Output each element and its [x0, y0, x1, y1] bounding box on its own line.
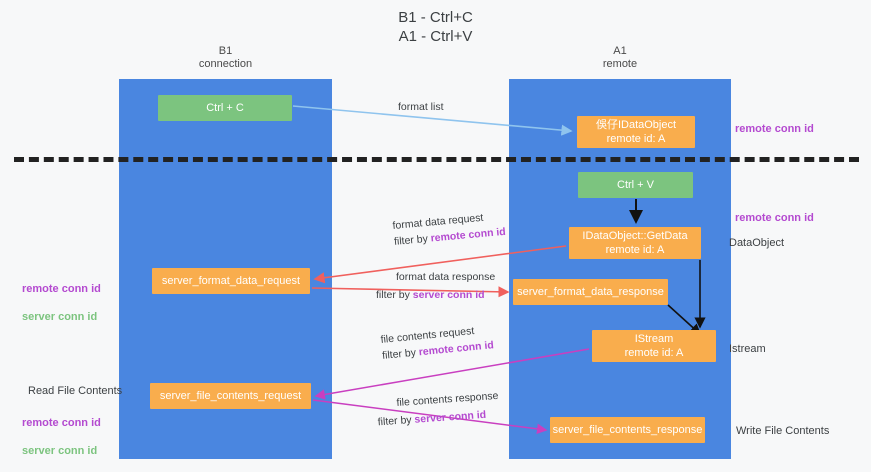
node-server-file-contents-response[interactable]: server_file_contents_response [550, 417, 705, 443]
page-title: B1 - Ctrl+C A1 - Ctrl+V [398, 9, 473, 45]
annotation-left-read-file-contents: Read File Contents [28, 385, 123, 397]
node-label: server_file_contents_response [552, 424, 703, 436]
annotation-right-dataobject: DataObject [729, 237, 785, 249]
annotation-remote-conn-id: remote conn id [22, 283, 101, 295]
annotation-right-write-file-contents: Write File Contents [736, 425, 830, 437]
edge-label-format-list: format list [398, 101, 444, 113]
node-label: Ctrl + V [617, 179, 654, 191]
node-sublabel: remote id: A [624, 347, 684, 359]
node-server-format-data-response[interactable]: server_format_data_response [513, 279, 668, 305]
edge-label-line2: filter by server conn id [377, 407, 500, 430]
node-server-format-data-request[interactable]: server_format_data_request [152, 268, 310, 294]
node-istream[interactable]: IStream remote id: A [592, 330, 716, 362]
edge-label-line1: format data response [396, 271, 496, 283]
node-idataobject-getdata[interactable]: IDataObject::GetData remote id: A [569, 227, 701, 259]
annotation-server-conn-id: server conn id [22, 445, 98, 457]
annotation-server-conn-id: server conn id [22, 311, 98, 323]
filter-prefix: filter by [377, 413, 415, 429]
filter-key: server conn id [414, 408, 487, 426]
annotation-right-remote-conn-id-2: remote conn id [735, 212, 814, 224]
lane-heading-a1: A1 remote [602, 45, 638, 70]
annotation-right-remote-conn-id-1: remote conn id [735, 123, 814, 135]
edge-label-file-contents-response: file contents response filter by server … [377, 389, 500, 429]
annotation-left-conn-ids-2: remote conn id server conn id [22, 402, 101, 472]
node-sublabel: remote id: A [605, 244, 665, 256]
filter-prefix: filter by [381, 346, 420, 362]
phase-divider [14, 157, 859, 162]
filter-key: server conn id [412, 289, 485, 301]
filter-prefix: filter by [393, 232, 432, 248]
node-idataobject[interactable]: 俁仔IDataObject remote id: A [577, 116, 695, 148]
node-label: 俁仔IDataObject [595, 119, 677, 131]
node-server-file-contents-request[interactable]: server_file_contents_request [150, 383, 311, 409]
node-label: server_file_contents_request [159, 390, 302, 402]
node-label: Ctrl + C [206, 102, 244, 114]
edge-label-format-data-response: format data response filter by server co… [376, 270, 496, 303]
node-ctrl-c[interactable]: Ctrl + C [158, 95, 292, 121]
node-sublabel: remote id: A [606, 133, 666, 145]
annotation-remote-conn-id: remote conn id [22, 417, 101, 429]
annotation-right-istream: Istream [729, 343, 766, 355]
node-ctrl-v[interactable]: Ctrl + V [578, 172, 693, 198]
edge-label-file-contents-request: file contents request filter by remote c… [380, 322, 494, 364]
node-label: IStream [634, 333, 674, 345]
node-label: server_format_data_response [517, 286, 664, 298]
lane-heading-b1: B1 connection [198, 45, 253, 70]
edge-label-format-data-request: format data request filter by remote con… [392, 209, 506, 250]
node-label: server_format_data_request [161, 275, 301, 287]
filter-prefix: filter by [376, 289, 413, 301]
edge-label-line2: filter by server conn id [376, 288, 495, 303]
annotation-left-conn-ids-1: remote conn id server conn id [22, 268, 101, 338]
node-label: IDataObject::GetData [582, 230, 688, 242]
